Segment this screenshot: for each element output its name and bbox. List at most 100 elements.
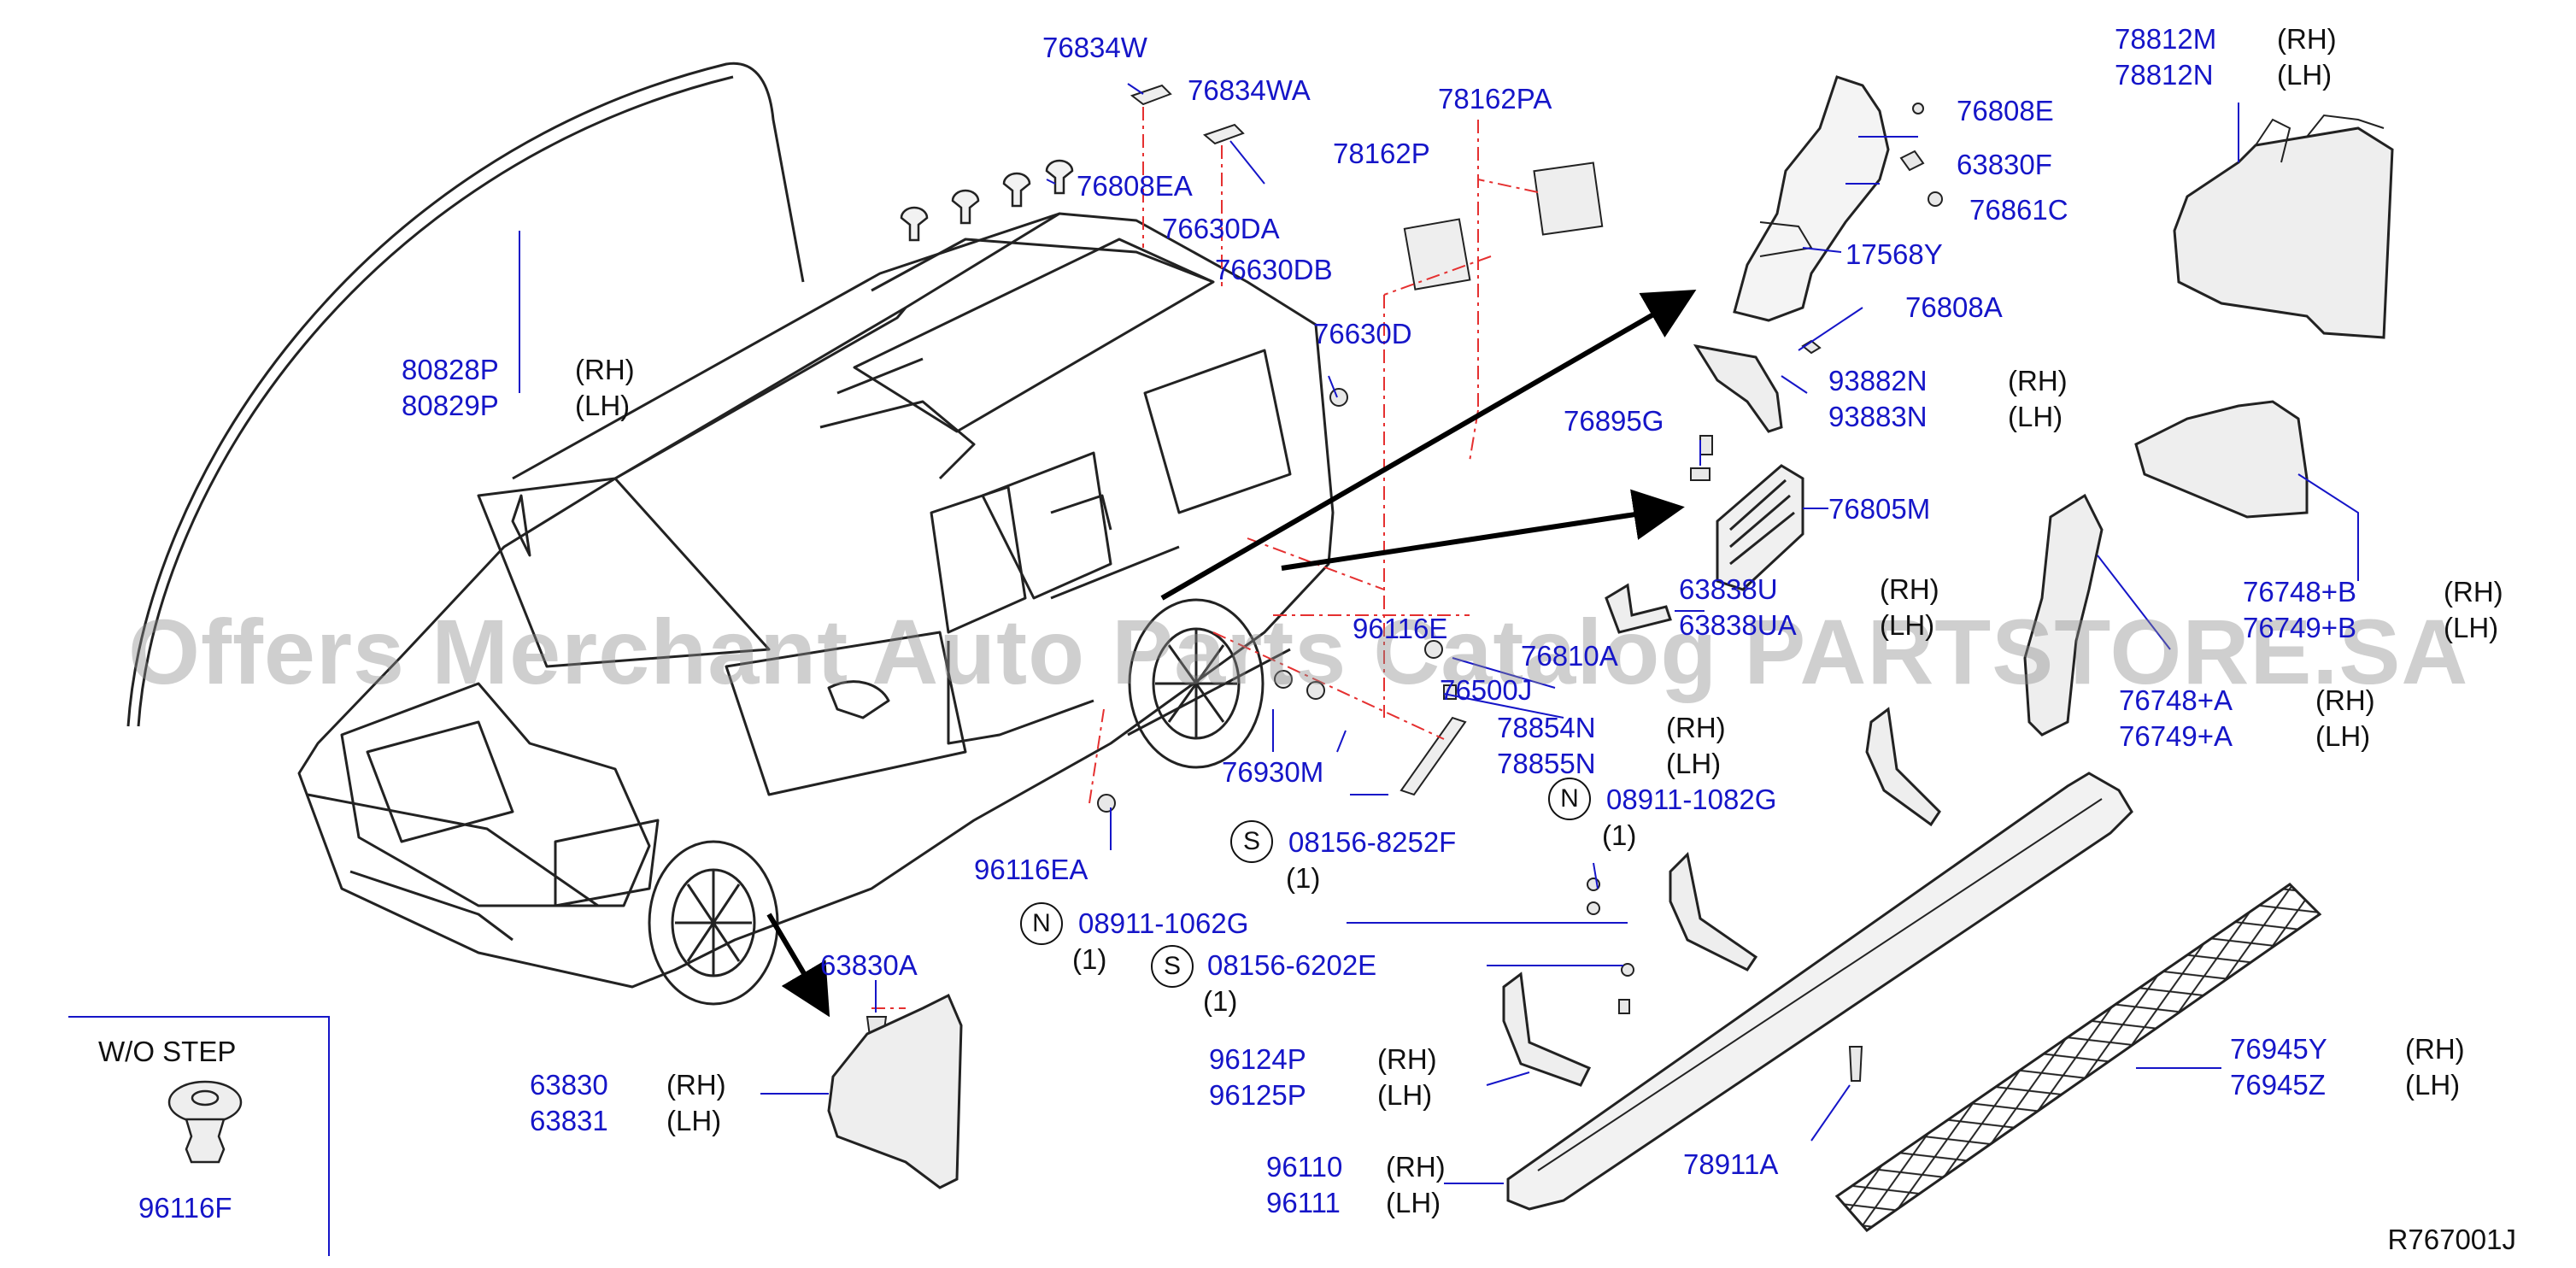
inner-fender-17568y — [1733, 75, 1890, 322]
label-96110: 96110 — [1266, 1151, 1343, 1183]
side-lh: (LH) — [1377, 1079, 1433, 1111]
side-rh: (RH) — [1377, 1043, 1437, 1075]
roof-molding-80828p — [126, 62, 805, 727]
label-76808e: 76808E — [1957, 95, 2054, 126]
side-rh: (RH) — [2277, 23, 2337, 55]
label-78162pa: 78162PA — [1438, 83, 1552, 114]
label-08911-1082g: 08911-1082G — [1606, 784, 1777, 815]
label-63831: 63831 — [530, 1105, 608, 1136]
label-17568y: 17568Y — [1845, 238, 1943, 270]
guide-lines-red — [871, 107, 1539, 1009]
side-lh: (LH) — [575, 390, 631, 421]
wheels — [648, 598, 1265, 1006]
label-76748b: 76748+B — [2243, 576, 2357, 608]
label-76748a: 76748+A — [2119, 684, 2233, 716]
label-96116ea: 96116EA — [974, 854, 1088, 885]
side-rh: (RH) — [2405, 1033, 2465, 1065]
label-pads — [1130, 84, 1604, 796]
label-96124p: 96124P — [1209, 1043, 1306, 1075]
side-rh: (RH) — [575, 354, 635, 385]
screw-symbol: S — [1151, 945, 1194, 988]
splash-76748a — [2023, 493, 2104, 737]
side-lh: (LH) — [2444, 612, 2499, 643]
label-76834wa: 76834WA — [1188, 74, 1311, 106]
label-80829p: 80829P — [402, 390, 499, 421]
side-rh: (RH) — [1386, 1151, 1446, 1183]
label-96111: 96111 — [1266, 1187, 1341, 1218]
splash-93882n — [1693, 343, 1783, 433]
reference-code: R767001J — [2387, 1224, 2516, 1255]
mudguard-78812m — [2173, 126, 2394, 339]
nut-symbol: N — [1020, 902, 1063, 945]
label-80828p: 80828P — [402, 354, 499, 385]
label-63830f: 63830F — [1957, 149, 2052, 180]
label-63830a: 63830A — [820, 949, 918, 981]
bracket-63838u — [1605, 583, 1672, 634]
label-78855n: 78855N — [1497, 748, 1596, 779]
label-76630db: 76630DB — [1215, 254, 1333, 285]
qty-label: (1) — [1286, 862, 1321, 894]
label-78911a: 78911A — [1683, 1148, 1779, 1180]
arrows — [766, 290, 1697, 1018]
side-rh: (RH) — [1666, 712, 1726, 743]
step-pad-76945y — [1834, 883, 2322, 1232]
qty-label: (1) — [1072, 943, 1107, 975]
label-76945y: 76945Y — [2230, 1033, 2327, 1065]
side-rh: (RH) — [1880, 573, 1939, 605]
side-rh: (RH) — [2315, 684, 2375, 716]
side-lh: (LH) — [2315, 720, 2371, 752]
side-lh: (LH) — [1666, 748, 1722, 779]
label-96116e: 96116E — [1353, 613, 1448, 644]
label-78854n: 78854N — [1497, 712, 1596, 743]
label-08911-1062g: 08911-1062G — [1078, 907, 1249, 939]
mudguard-63830 — [827, 993, 963, 1189]
side-rh: (RH) — [2008, 365, 2068, 396]
side-lh: (LH) — [1386, 1187, 1441, 1218]
label-76930m: 76930M — [1222, 756, 1324, 788]
label-76808a: 76808A — [1905, 291, 2003, 323]
label-76834w: 76834W — [1042, 32, 1147, 63]
label-78812m: 78812M — [2115, 23, 2217, 55]
label-76945z: 76945Z — [2230, 1069, 2326, 1101]
label-76749a: 76749+A — [2119, 720, 2233, 752]
clip-icon-96116f — [167, 1080, 243, 1164]
label-93882n: 93882N — [1828, 365, 1928, 396]
leader-lines — [1046, 83, 1918, 1142]
side-lh: (LH) — [666, 1105, 722, 1136]
label-76630d: 76630D — [1313, 318, 1412, 349]
screw-symbol: S — [1230, 820, 1273, 863]
inset-frame — [68, 1016, 330, 1256]
watermark: Offers Merchant Auto Parts Catalog PARTS… — [128, 600, 2469, 703]
qty-label: (1) — [1602, 819, 1637, 851]
label-76500j: 76500J — [1440, 674, 1533, 706]
label-96125p: 96125P — [1209, 1079, 1306, 1111]
splash-76748b — [2134, 400, 2309, 519]
label-08156-8252f: 08156-8252F — [1288, 826, 1457, 858]
inset-title: W/O STEP — [98, 1036, 237, 1067]
vent-76805m — [1716, 464, 1804, 591]
side-rh: (RH) — [2444, 576, 2503, 608]
label-78812n: 78812N — [2115, 59, 2214, 91]
label-93883n: 93883N — [1828, 401, 1928, 432]
label-76805m: 76805M — [1828, 493, 1931, 525]
label-63838u: 63838U — [1679, 573, 1778, 605]
nut-symbol: N — [1548, 778, 1591, 820]
label-76808ea: 76808EA — [1077, 170, 1193, 202]
side-lh: (LH) — [2405, 1069, 2461, 1101]
label-08156-6202e: 08156-6202E — [1207, 949, 1377, 981]
side-rh: (RH) — [666, 1069, 726, 1101]
label-76810a: 76810A — [1521, 640, 1618, 672]
step-brackets — [1502, 707, 1941, 1087]
vehicle-illustration — [297, 212, 1335, 989]
roof-clips — [900, 159, 1074, 242]
label-76895g: 76895G — [1564, 405, 1664, 437]
side-lh: (LH) — [2008, 401, 2063, 432]
label-78162p: 78162P — [1333, 138, 1430, 169]
side-lh: (LH) — [2277, 59, 2332, 91]
label-63838ua: 63838UA — [1679, 609, 1797, 641]
label-63830: 63830 — [530, 1069, 608, 1101]
label-76630da: 76630DA — [1162, 213, 1280, 244]
label-76749b: 76749+B — [2243, 612, 2357, 643]
side-lh: (LH) — [1880, 609, 1935, 641]
